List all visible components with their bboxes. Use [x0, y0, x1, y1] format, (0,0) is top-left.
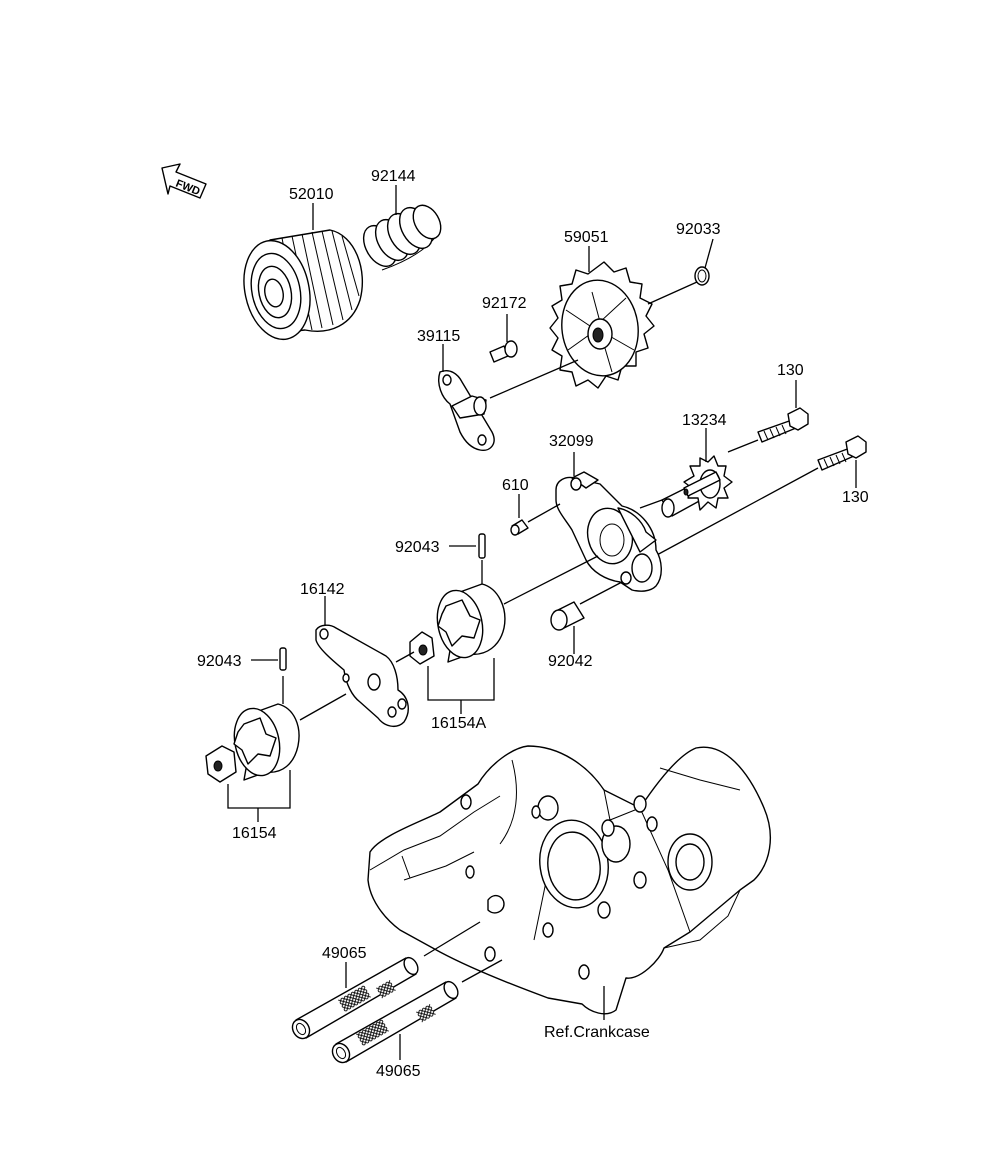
strainer-pipe-lower-part	[331, 980, 459, 1064]
part-label-16142: 16142	[300, 581, 345, 598]
crankcase-reference-label: Ref.Crankcase	[544, 1024, 650, 1041]
circlip-part	[694, 266, 710, 286]
bolt-bottom-part	[817, 435, 867, 471]
sprocket-part	[549, 261, 655, 389]
inner-rotor-lower-part	[205, 745, 237, 783]
part-label-49065-lower: 49065	[376, 1063, 421, 1080]
pump-gear-part	[661, 455, 733, 518]
part-label-92033: 92033	[676, 221, 721, 238]
part-label-130-top: 130	[777, 362, 804, 379]
part-label-16154A: 16154A	[431, 715, 486, 732]
part-label-39115: 39115	[417, 328, 460, 345]
part-label-130-bottom: 130	[842, 489, 869, 506]
part-label-32099: 32099	[549, 433, 594, 450]
part-label-92043-lower: 92043	[197, 653, 242, 670]
part-label-59051: 59051	[564, 229, 609, 246]
part-label-92042: 92042	[548, 653, 593, 670]
bolt-top-part	[757, 407, 809, 443]
shaft-bracket-part	[438, 370, 495, 451]
part-label-49065-upper: 49065	[322, 945, 367, 962]
screw-part	[489, 340, 518, 363]
part-label-92144: 92144	[371, 168, 416, 185]
plate-part	[315, 624, 409, 728]
fwd-arrow-icon: FWD	[161, 163, 207, 199]
bushing-part	[550, 601, 585, 631]
inner-rotor-upper-part	[409, 631, 435, 665]
crankcase-reference-part	[367, 745, 771, 1015]
outer-rotor-upper-part	[436, 583, 506, 663]
part-label-92172: 92172	[482, 295, 527, 312]
part-label-92043-upper: 92043	[395, 539, 440, 556]
spring-part	[362, 204, 442, 271]
part-label-52010: 52010	[289, 186, 334, 203]
oil-filter-part	[243, 229, 364, 341]
outer-rotor-lower-part	[233, 703, 300, 781]
part-label-610: 610	[502, 477, 529, 494]
pump-cover-part	[555, 471, 662, 592]
part-label-16154: 16154	[232, 825, 277, 842]
pin-upper-part	[478, 533, 486, 559]
dowel-pin-part	[510, 519, 529, 536]
part-label-13234: 13234	[682, 412, 727, 429]
pin-lower-part	[279, 647, 287, 671]
strainer-pipe-upper-part	[291, 956, 419, 1040]
